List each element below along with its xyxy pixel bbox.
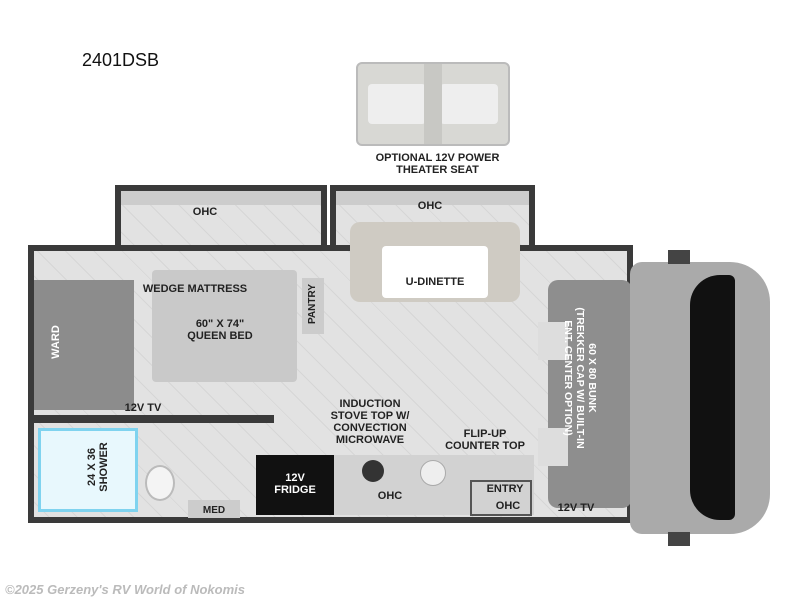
mirror-top — [668, 250, 690, 264]
shower-label: 24 X 36 SHOWER — [86, 442, 110, 492]
toilet-icon — [145, 465, 175, 501]
u-dinette-label: U-DINETTE — [405, 276, 465, 288]
entry-label: ENTRY — [486, 483, 524, 495]
sink-icon — [420, 460, 446, 486]
fridge[interactable] — [256, 455, 334, 515]
ohc-entry: OHC — [495, 500, 521, 512]
ward-label: WARD — [50, 325, 62, 359]
ohc-bedroom: OHC — [192, 206, 218, 218]
counter-label: FLIP-UP COUNTER TOP — [445, 428, 525, 452]
theater-seat — [356, 62, 510, 146]
copyright: ©2025 Gerzeny's RV World of Nokomis — [5, 582, 245, 597]
stove-icon — [362, 460, 384, 482]
shower[interactable] — [38, 428, 138, 512]
med-cabinet[interactable] — [188, 500, 240, 518]
fridge-label: 12V FRIDGE — [274, 472, 316, 496]
optional-seat-label: OPTIONAL 12V POWER THEATER SEAT — [375, 152, 500, 176]
stove-label: INDUCTION STOVE TOP W/ CONVECTION MICROW… — [330, 398, 410, 446]
u-dinette[interactable] — [350, 222, 520, 302]
queen-bed[interactable] — [152, 270, 297, 382]
ohc-dinette: OHC — [417, 200, 443, 212]
pantry-label: PANTRY — [307, 284, 318, 324]
cab-seat-2[interactable] — [538, 428, 568, 466]
cab-bunk[interactable] — [548, 280, 632, 508]
tv-rear: 12V TV — [124, 402, 162, 414]
pantry[interactable] — [302, 278, 324, 334]
bath-wall — [34, 415, 274, 423]
bunk-label: 60 X 80 BUNK (TREKKER CAP W/ BUILT-IN EN… — [562, 307, 598, 449]
entry-door[interactable] — [470, 480, 532, 516]
bedroom-slideout — [115, 185, 327, 275]
ohc-kitchen: OHC — [377, 490, 403, 502]
queen-bed-label: 60" X 74" QUEEN BED — [187, 318, 253, 342]
windshield — [690, 275, 735, 520]
mirror-bottom — [668, 532, 690, 546]
wardrobe[interactable] — [34, 280, 134, 410]
cab-seat-1[interactable] — [538, 322, 568, 360]
med-label: MED — [202, 505, 226, 516]
tv-front: 12V TV — [557, 502, 595, 514]
wedge-mattress: WEDGE MATTRESS — [142, 283, 248, 295]
model-name: 2401DSB — [82, 50, 160, 70]
